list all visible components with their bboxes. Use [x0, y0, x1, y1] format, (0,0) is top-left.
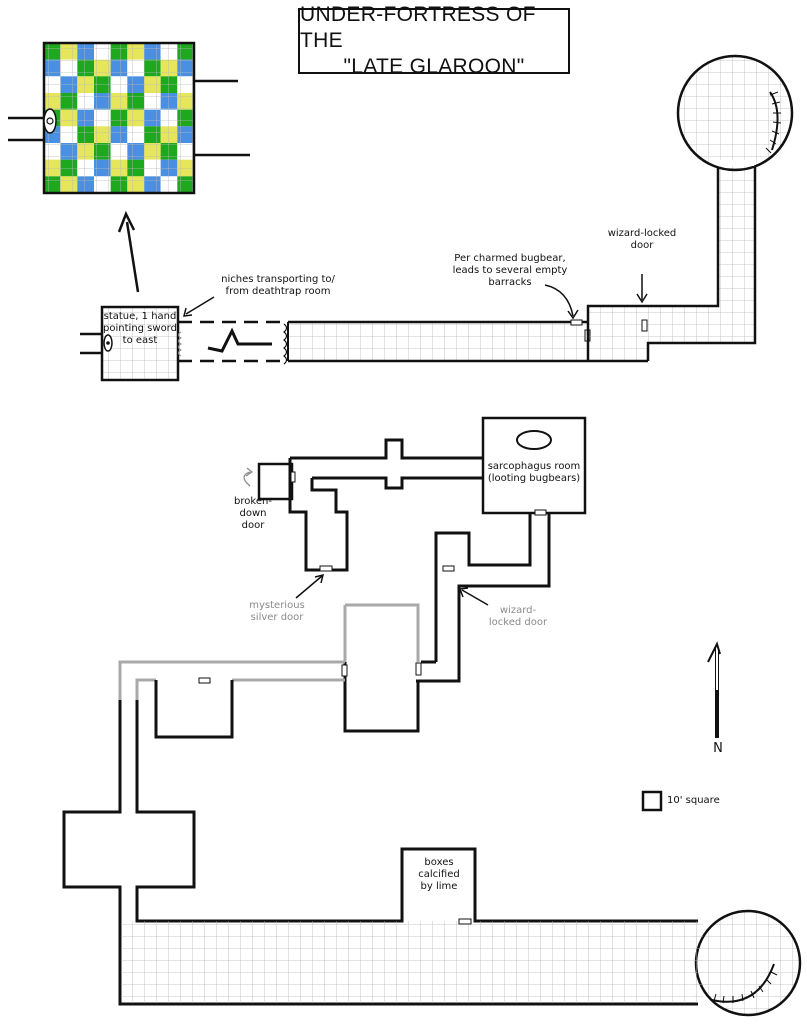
north-arrow-icon: [707, 641, 721, 738]
wizard-locked-mid-label-line: locked door: [488, 617, 548, 628]
statue-icon: [43, 108, 57, 134]
label-arrows: [183, 274, 648, 320]
scale-label: 10' square: [667, 795, 720, 806]
wizard-locked-label-line: door: [630, 240, 654, 251]
sarcophagus-label-line: sarcophagus room: [487, 461, 581, 472]
deathtrap-room: [8, 41, 250, 195]
up-arrow-icon: [117, 210, 140, 293]
statue-label-line: statue, 1 hand: [103, 311, 177, 322]
title-line-1: UNDER-FORTRESS OF THE: [300, 3, 536, 52]
wizard-locked-door-label-mid: wizard- locked door: [482, 605, 554, 629]
upper-level: [80, 54, 794, 382]
wizard-locked-label-line: wizard-locked: [607, 228, 677, 239]
wizard-locked-door-label-top: wizard-locked door: [600, 228, 684, 252]
silver-door-label-line: mysterious: [249, 600, 305, 611]
map-title: UNDER-FORTRESS OF THE "LATE GLAROON": [298, 3, 570, 78]
north-label: N: [713, 741, 723, 756]
boxes-room-label: boxes calcified by lime: [404, 857, 474, 893]
silver-door-label: mysterious silver door: [242, 600, 312, 624]
niches-label: niches transporting to/ from deathtrap r…: [210, 274, 346, 298]
scale-square-icon: [641, 790, 663, 812]
sarcophagus-room-label: sarcophagus room (looting bugbears): [484, 461, 584, 485]
niches-label-line: from deathtrap room: [225, 286, 331, 297]
broken-door-label-line: broken-: [234, 496, 272, 507]
broken-door-label-line: door: [241, 520, 265, 531]
sarcophagus-label-line: (looting bugbears): [487, 473, 581, 484]
bugbear-label-line: barracks: [488, 277, 532, 288]
lower-label-arrows: [295, 573, 489, 606]
silver-door-label-line: silver door: [250, 612, 304, 623]
broken-door-label: broken- down door: [228, 496, 278, 532]
title-line-2: "LATE GLAROON": [343, 55, 525, 78]
bugbear-label-line: Per charmed bugbear,: [454, 253, 566, 264]
boxes-label-line: by lime: [420, 881, 458, 892]
statue-label-line: to east: [122, 335, 158, 346]
statue-label: statue, 1 hand pointing sword to east: [103, 311, 177, 347]
broken-door-label-line: down: [239, 508, 267, 519]
bugbear-label: Per charmed bugbear, leads to several em…: [446, 253, 574, 289]
lower-level: [62, 416, 802, 1017]
niches-label-line: niches transporting to/: [221, 274, 335, 285]
boxes-label-line: calcified: [418, 869, 460, 880]
boxes-label-line: boxes: [424, 857, 454, 868]
statue-label-line: pointing sword: [103, 323, 177, 334]
wizard-locked-mid-label-line: wizard-: [499, 605, 537, 616]
bugbear-label-line: leads to several empty: [452, 265, 568, 276]
